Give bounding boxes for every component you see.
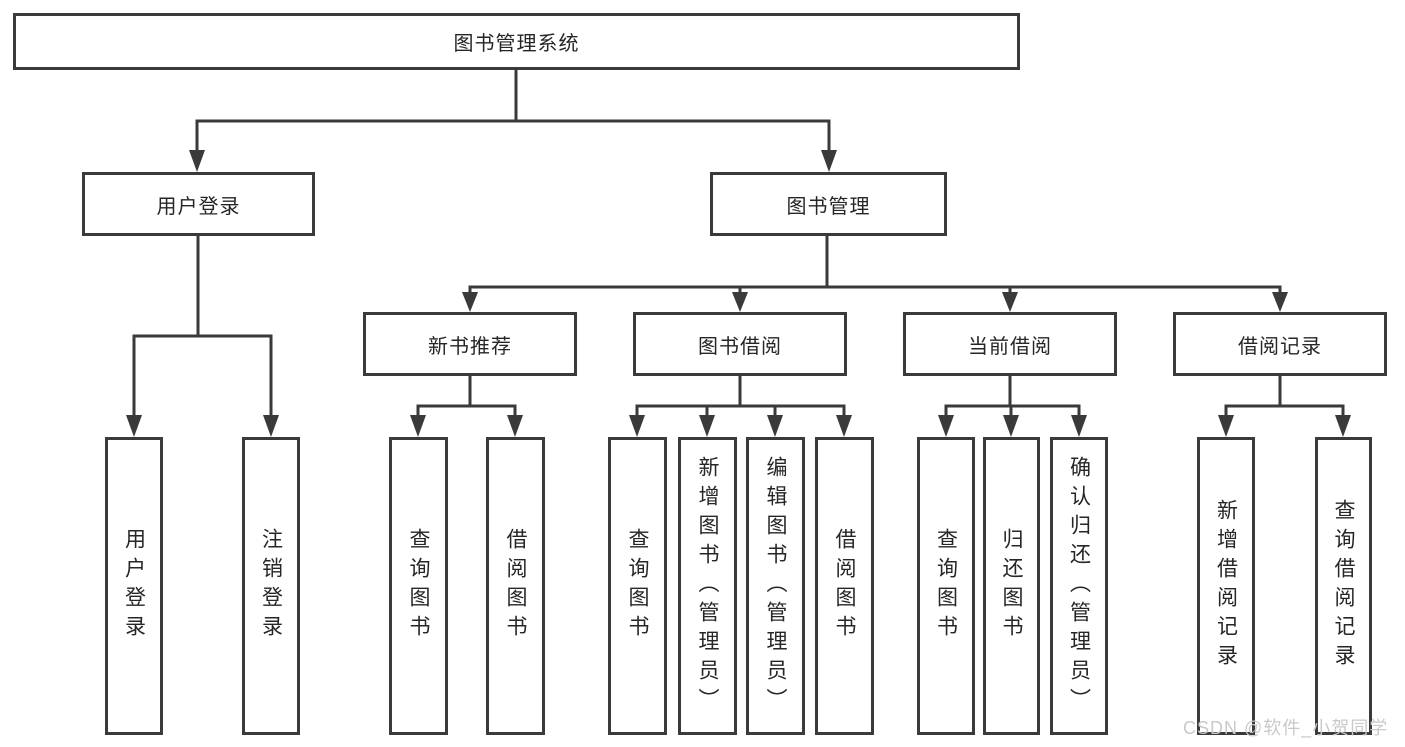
leaf-edit-books-admin: 编辑图书（管理员） xyxy=(746,437,805,735)
leaf-borrow-query-books: 查询图书 xyxy=(608,437,667,735)
connector-user-login-to-leaves xyxy=(126,236,279,437)
leaf-return-books: 归还图书 xyxy=(983,437,1040,735)
node-borrow-records: 借阅记录 xyxy=(1173,312,1387,376)
arrowhead xyxy=(462,292,478,312)
leaf-recommend-query-books-label: 查询图书 xyxy=(407,528,430,644)
leaf-recommend-borrow-books-label: 借阅图书 xyxy=(504,528,527,644)
arrowhead xyxy=(938,415,954,437)
node-user-login: 用户登录 xyxy=(82,172,315,236)
leaf-add-books-admin: 新增图书（管理员） xyxy=(678,437,737,735)
arrowhead xyxy=(767,415,783,437)
arrowhead xyxy=(263,415,279,437)
node-current-borrow-label: 当前借阅 xyxy=(968,335,1052,358)
arrowhead xyxy=(410,415,426,437)
arrowhead xyxy=(1335,415,1351,437)
leaf-add-borrow-record-label: 新增借阅记录 xyxy=(1214,499,1238,673)
node-root: 图书管理系统 xyxy=(13,13,1020,70)
leaf-logout-login: 注销登录 xyxy=(242,437,300,735)
arrowhead xyxy=(1002,292,1018,312)
arrowhead xyxy=(1218,415,1234,437)
arrowhead xyxy=(699,415,715,437)
connector-book-management-to-sections xyxy=(462,236,1288,312)
node-root-label: 图书管理系统 xyxy=(453,33,580,55)
node-borrow-records-label: 借阅记录 xyxy=(1238,335,1322,358)
arrowhead xyxy=(1003,415,1019,437)
connector-borrow-records-to-leaves xyxy=(1218,376,1351,437)
leaf-add-borrow-record: 新增借阅记录 xyxy=(1197,437,1255,735)
arrowhead xyxy=(821,150,837,172)
connector-root-to-level2 xyxy=(189,70,837,172)
node-new-book-recommend-label: 新书推荐 xyxy=(428,335,512,358)
arrowhead xyxy=(732,292,748,312)
leaf-user-login-label: 用户登录 xyxy=(122,528,146,644)
leaf-user-login: 用户登录 xyxy=(105,437,163,735)
node-book-management: 图书管理 xyxy=(710,172,947,236)
leaf-borrow-books: 借阅图书 xyxy=(815,437,874,735)
leaf-edit-books-admin-label: 编辑图书（管理员） xyxy=(764,455,787,717)
leaf-return-books-label: 归还图书 xyxy=(1000,528,1023,644)
leaf-add-books-admin-label: 新增图书（管理员） xyxy=(696,455,719,717)
connector-current-borrow-to-leaves xyxy=(938,376,1087,437)
node-book-borrow-label: 图书借阅 xyxy=(698,335,782,358)
leaf-borrow-query-books-label: 查询图书 xyxy=(626,528,649,644)
leaf-query-borrow-record: 查询借阅记录 xyxy=(1315,437,1372,735)
node-user-login-label: 用户登录 xyxy=(156,195,241,218)
leaf-current-query-books-label: 查询图书 xyxy=(934,528,958,644)
arrowhead xyxy=(629,415,645,437)
arrowhead xyxy=(189,150,205,172)
leaf-logout-login-label: 注销登录 xyxy=(259,528,283,644)
leaf-current-query-books: 查询图书 xyxy=(917,437,975,735)
csdn-watermark: CSDN @软件_小贺同学 xyxy=(1183,718,1389,738)
arrowhead xyxy=(126,415,142,437)
connector-book-borrow-to-leaves xyxy=(629,376,852,437)
leaf-borrow-books-label: 借阅图书 xyxy=(833,528,856,644)
node-book-borrow: 图书借阅 xyxy=(633,312,847,376)
leaf-recommend-borrow-books: 借阅图书 xyxy=(486,437,545,735)
leaf-confirm-return-admin: 确认归还（管理员） xyxy=(1050,437,1108,735)
arrowhead xyxy=(836,415,852,437)
connector-new-book-recommend-to-leaves xyxy=(410,376,523,437)
leaf-recommend-query-books: 查询图书 xyxy=(389,437,448,735)
node-new-book-recommend: 新书推荐 xyxy=(363,312,577,376)
arrowhead xyxy=(507,415,523,437)
node-current-borrow: 当前借阅 xyxy=(903,312,1117,376)
leaf-query-borrow-record-label: 查询借阅记录 xyxy=(1332,499,1355,673)
leaf-confirm-return-admin-label: 确认归还（管理员） xyxy=(1067,455,1091,717)
node-book-management-label: 图书管理 xyxy=(786,195,871,218)
arrowhead xyxy=(1272,292,1288,312)
arrowhead xyxy=(1071,415,1087,437)
